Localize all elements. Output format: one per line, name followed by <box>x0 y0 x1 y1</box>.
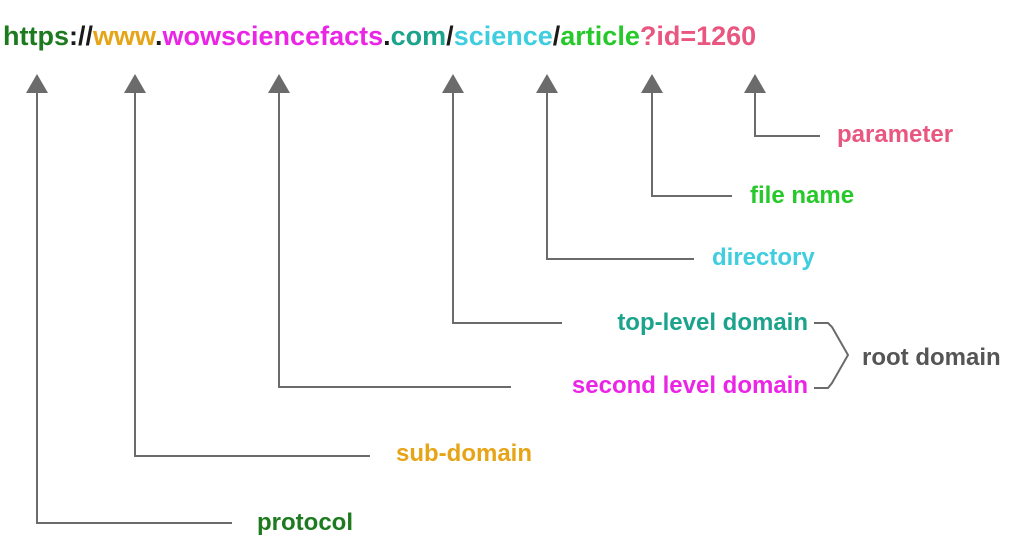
top-level-domain-connector <box>452 90 562 324</box>
directory-label: directory <box>712 244 815 271</box>
directory-connector <box>546 90 694 260</box>
url-segment-separator: / <box>446 21 454 51</box>
file-name-label: file name <box>750 182 855 209</box>
url-segment-separator: . <box>383 21 391 51</box>
url-segment-protocol: https <box>3 21 69 51</box>
url-segment-parameter: ?id=1260 <box>639 21 757 51</box>
sub-domain-arrowhead <box>124 74 146 93</box>
sub-domain-label: sub-domain <box>396 440 532 467</box>
second-level-domain-label: second level domain <box>571 372 808 399</box>
parameter-label: parameter <box>837 121 954 148</box>
file-name-connector <box>651 90 732 197</box>
protocol-label: protocol <box>257 509 353 536</box>
top-level-domain-label: top-level domain <box>617 309 808 336</box>
protocol-arrowhead <box>26 74 48 93</box>
parameter-arrowhead <box>744 74 766 93</box>
url-segment-directory: science <box>453 21 553 51</box>
url-segment-second-level-domain: wowsciencefacts <box>162 21 384 51</box>
second-level-domain-connector <box>278 90 511 388</box>
parameter-connector <box>754 90 820 137</box>
url-segment-file-name: article <box>560 21 640 51</box>
url-segment-top-level-domain: com <box>390 21 447 51</box>
top-level-domain-arrowhead <box>442 74 464 93</box>
second-level-domain-arrowhead <box>268 74 290 93</box>
directory-arrowhead <box>536 74 558 93</box>
protocol-connector <box>36 90 232 524</box>
file-name-arrowhead <box>641 74 663 93</box>
url-segment-sub-domain: www <box>92 21 155 51</box>
root-domain-brace <box>814 322 850 389</box>
url-segment-separator: / <box>552 21 561 51</box>
url-segment-separator: . <box>155 21 163 51</box>
sub-domain-connector <box>134 90 370 457</box>
url-text: https://www.wowsciencefacts.com/science/… <box>3 18 756 54</box>
url-segment-separator: :// <box>68 21 93 51</box>
root-domain-label: root domain <box>862 344 1001 371</box>
